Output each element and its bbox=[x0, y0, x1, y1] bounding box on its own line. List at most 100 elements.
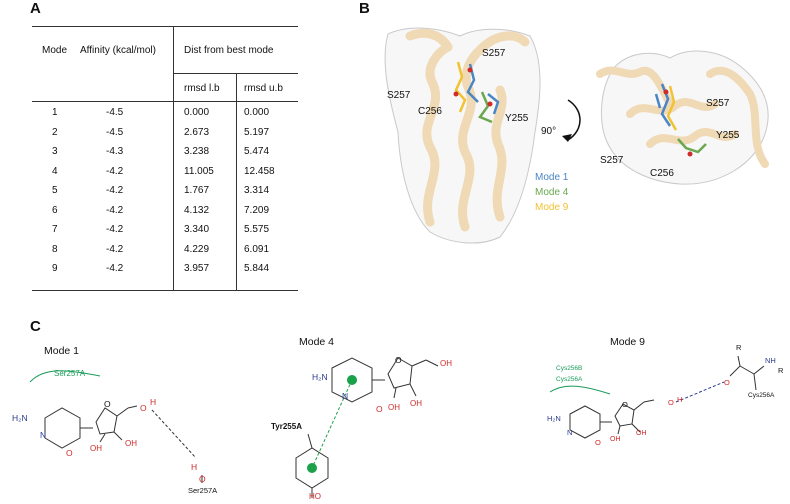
table-cell-mode: 1 bbox=[52, 107, 58, 118]
mode4-pi-stack bbox=[311, 379, 353, 469]
table-cell-affinity: -4.2 bbox=[106, 165, 124, 177]
mode1-n: N bbox=[40, 430, 47, 440]
legend-item: Mode 4 bbox=[535, 187, 569, 198]
table-cell-mode: 9 bbox=[52, 263, 58, 274]
table-divider bbox=[173, 26, 174, 290]
table-cell-affinity: -4.5 bbox=[106, 107, 124, 118]
label-s257-top-right: S257 bbox=[706, 98, 730, 109]
table-cell-ub: 3.314 bbox=[244, 185, 270, 196]
table-cell-affinity: -4.2 bbox=[106, 263, 124, 274]
table-cell-lb: 1.767 bbox=[184, 185, 210, 196]
helix-ribbons-right bbox=[596, 66, 769, 168]
mode4-oh3: OH bbox=[440, 359, 452, 368]
table-cell-ub: 5.575 bbox=[244, 224, 270, 235]
ligand-sticks-right bbox=[654, 83, 707, 157]
table-divider-2 bbox=[236, 73, 237, 290]
table-cell-affinity: -4.2 bbox=[106, 185, 124, 196]
mode9-nh: NH bbox=[765, 356, 776, 365]
mode4-ho: HO bbox=[309, 492, 321, 501]
table-cell-ub: 5.474 bbox=[244, 146, 270, 157]
table-cell-affinity: -4.2 bbox=[106, 243, 124, 255]
mode4-interaction-diagram bbox=[295, 357, 439, 498]
mode9-ribose-ring bbox=[614, 403, 635, 427]
mode9-interaction-diagram bbox=[549, 355, 765, 439]
table-cell-affinity: -4.2 bbox=[106, 224, 124, 235]
legend-item: Mode 9 bbox=[535, 202, 569, 213]
table-cell-lb: 0.000 bbox=[184, 107, 210, 118]
table-bottom-rule bbox=[32, 290, 298, 291]
mode9-r2: R bbox=[778, 366, 784, 375]
mode4-o-ring: O bbox=[395, 355, 402, 365]
table-cell-ub: 6.091 bbox=[244, 243, 270, 255]
mode4-ribose-ring bbox=[387, 357, 413, 389]
mode1-arc bbox=[29, 370, 101, 383]
mode4-pi-center-bottom bbox=[307, 463, 317, 473]
table-cell-mode: 4 bbox=[52, 165, 58, 177]
table-cell-mode: 2 bbox=[52, 126, 58, 138]
mode4-o: O bbox=[376, 404, 383, 414]
table-cell-mode: 7 bbox=[52, 224, 58, 235]
mode1-h2: H bbox=[191, 462, 198, 472]
mode9-h2n: H₂N bbox=[547, 414, 561, 423]
header-mode: Mode bbox=[42, 45, 68, 56]
table-cell-lb: 3.957 bbox=[184, 263, 210, 274]
mode1-pyrimidine-ring bbox=[44, 407, 81, 449]
table-subheader-rule bbox=[173, 73, 298, 74]
mode9-oh1: OH bbox=[610, 436, 621, 443]
mode9-o: O bbox=[595, 438, 601, 447]
label-c256-left: C256 bbox=[418, 106, 442, 117]
protein-structure-right bbox=[596, 50, 769, 185]
mode4-pyrimidine-ring bbox=[331, 357, 373, 403]
legend-item: Mode 1 bbox=[535, 172, 569, 183]
rotation-arrow bbox=[562, 99, 581, 142]
mode4-oh2: OH bbox=[410, 399, 422, 408]
mode4-h2n: H₂N bbox=[312, 372, 328, 382]
label-s257-left: S257 bbox=[387, 90, 411, 101]
mode1-arc-label: Ser257A bbox=[54, 369, 86, 378]
table-cell-lb: 4.229 bbox=[184, 243, 210, 255]
mode9-o-ring: O bbox=[622, 400, 628, 409]
table-cell-mode: 3 bbox=[52, 146, 58, 157]
label-s257-bottom-right: S257 bbox=[600, 155, 624, 166]
table-cell-ub: 7.209 bbox=[244, 204, 270, 216]
mode9-hbond bbox=[675, 381, 725, 403]
mode9-residue: Cys256A bbox=[748, 392, 775, 399]
panel-letter-a: A bbox=[30, 0, 41, 17]
table-cell-affinity: -4.5 bbox=[106, 126, 124, 138]
mode1-oh1: OH bbox=[90, 444, 102, 453]
mode9-arc-label-2: Cys256A bbox=[556, 376, 583, 383]
surface-outline-right bbox=[600, 50, 769, 185]
mode9-h: H bbox=[677, 395, 683, 404]
panel-letter-b: B bbox=[359, 0, 370, 17]
header-rmsd-lb: rmsd l.b bbox=[184, 83, 220, 94]
label-y255-right: Y255 bbox=[716, 130, 740, 141]
mode1-oh2: OH bbox=[125, 439, 137, 448]
mode1-ribose-ring bbox=[95, 407, 118, 435]
header-rmsd-ub: rmsd u.b bbox=[244, 83, 283, 94]
header-dist: Dist from best mode bbox=[184, 45, 274, 56]
mode9-arc-label-1: Cys256B bbox=[556, 365, 583, 372]
mode4-title: Mode 4 bbox=[299, 336, 335, 348]
mode9-oh2: OH bbox=[636, 430, 647, 437]
table-cell-lb: 2.673 bbox=[184, 126, 210, 138]
mode9-title: Mode 9 bbox=[610, 336, 646, 348]
mode4-residue: Tyr255A bbox=[271, 422, 302, 431]
mode1-title: Mode 1 bbox=[44, 345, 80, 357]
mode9-r1: R bbox=[736, 343, 742, 352]
mode9-o-h: O bbox=[668, 398, 674, 407]
helix-ribbons-left bbox=[405, 28, 530, 232]
mode9-o-top: O bbox=[724, 378, 730, 387]
table-cell-lb: 3.238 bbox=[184, 146, 210, 157]
label-s257-top-left: S257 bbox=[482, 48, 506, 59]
mode1-h2n: H₂N bbox=[12, 413, 28, 423]
table-cell-lb: 11.005 bbox=[184, 165, 214, 177]
label-y255-left: Y255 bbox=[505, 113, 529, 124]
mode4-oh1: OH bbox=[388, 403, 400, 412]
mode9-arc bbox=[549, 385, 611, 395]
mode4-n: N bbox=[342, 391, 349, 401]
label-c256-right: C256 bbox=[650, 168, 674, 179]
mode9-n: N bbox=[567, 428, 573, 437]
table-header-rule bbox=[32, 101, 298, 102]
mode1-o2: O bbox=[199, 474, 206, 484]
table-cell-mode: 8 bbox=[52, 243, 58, 255]
